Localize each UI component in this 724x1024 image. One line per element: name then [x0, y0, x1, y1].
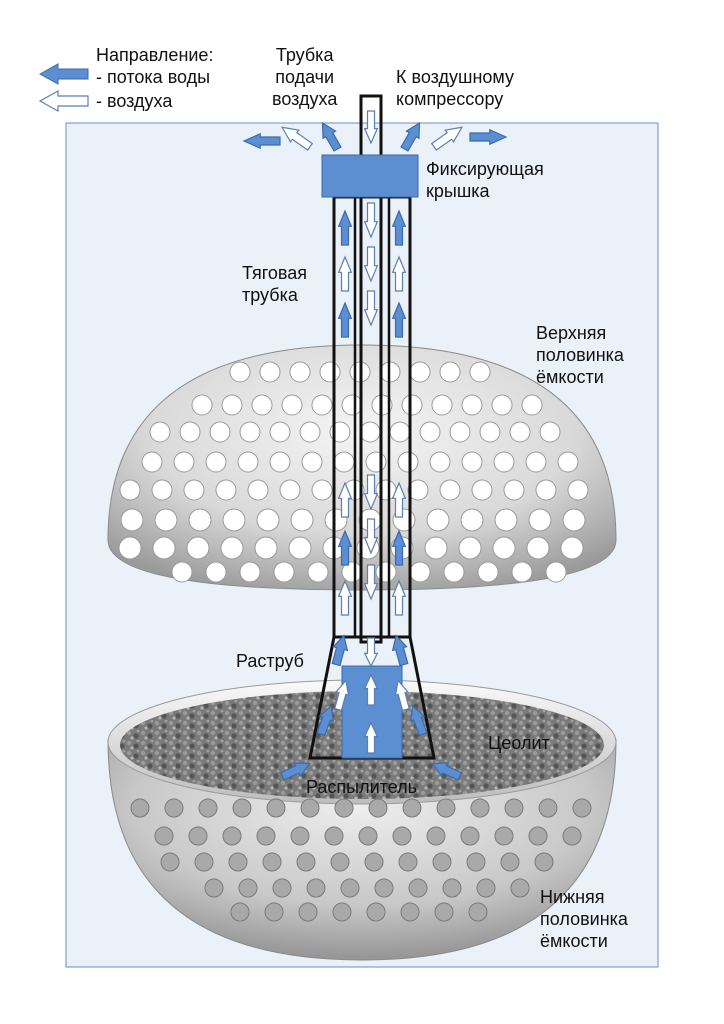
label-compressor: К воздушному компрессору — [396, 67, 514, 109]
water-up-arrow-icon — [391, 209, 407, 246]
air-up-arrow-icon — [334, 679, 350, 712]
air-down-arrow-icon — [363, 202, 379, 239]
bell-funnel — [308, 635, 436, 760]
air-up-arrow-icon — [391, 255, 407, 292]
water-up-arrow-icon — [391, 301, 407, 338]
label-upper-half: Верхняя половинка ёмкости — [536, 323, 624, 387]
air-down-arrow-icon — [363, 637, 379, 668]
water-in-arrow-icon — [431, 762, 463, 781]
fixing-cap — [321, 154, 419, 198]
water-up-arrow-icon — [316, 704, 335, 737]
water-up-arrow-icon — [409, 704, 428, 737]
legend-title: Направление: — [96, 45, 214, 65]
air-out-arrow-icon — [430, 126, 464, 151]
air-down-arrow-icon — [363, 474, 379, 511]
label-zeolite: Цеолит — [488, 733, 550, 753]
air-down-arrow-icon — [363, 290, 379, 327]
lower-half-tank — [107, 679, 617, 961]
water-in-arrow-icon — [279, 762, 311, 781]
lower-half-holes — [130, 798, 592, 922]
water-out-arrow-icon — [321, 121, 342, 152]
legend-air-label: - воздуха — [96, 91, 173, 111]
air-up-arrow-icon — [394, 679, 410, 712]
air-down-arrow-icon — [363, 518, 379, 555]
water-up-arrow-icon — [337, 301, 353, 338]
air-up-arrow-icon — [363, 673, 379, 706]
air-out-arrow-icon — [280, 126, 314, 151]
label-bell: Раструб — [236, 651, 304, 671]
label-lower-half: Нижняя половинка ёмкости — [540, 887, 628, 951]
air-down-arrow-icon — [363, 246, 379, 283]
air-up-arrow-icon — [391, 579, 407, 616]
label-sprayer: Распылитель — [306, 777, 417, 797]
water-out-arrow-icon — [400, 121, 421, 152]
flow-arrows — [242, 110, 508, 781]
water-up-arrow-icon — [337, 209, 353, 246]
water-up-arrow-icon — [337, 529, 353, 566]
water-up-arrow-icon — [391, 634, 409, 667]
air-up-arrow-icon — [391, 481, 407, 518]
air-in-arrow-icon — [363, 110, 379, 145]
water-up-arrow-icon — [331, 634, 349, 667]
air-up-arrow-icon — [363, 721, 379, 754]
legend-water-arrow-icon — [38, 63, 89, 85]
legend-air-arrow-icon — [38, 89, 89, 113]
label-air-tube: Трубка подачи воздуха — [272, 45, 338, 109]
air-up-arrow-icon — [337, 579, 353, 616]
label-draft-tube: Тяговая трубка — [242, 263, 308, 305]
air-up-arrow-icon — [337, 481, 353, 518]
air-down-arrow-icon — [363, 564, 379, 601]
legend-water-label: - потока воды — [96, 67, 211, 87]
water-out-arrow-icon — [242, 132, 281, 150]
water-up-arrow-icon — [391, 529, 407, 566]
water-out-arrow-icon — [469, 128, 508, 146]
air-up-arrow-icon — [337, 255, 353, 292]
label-cap: Фиксирующая крышка — [426, 159, 544, 201]
